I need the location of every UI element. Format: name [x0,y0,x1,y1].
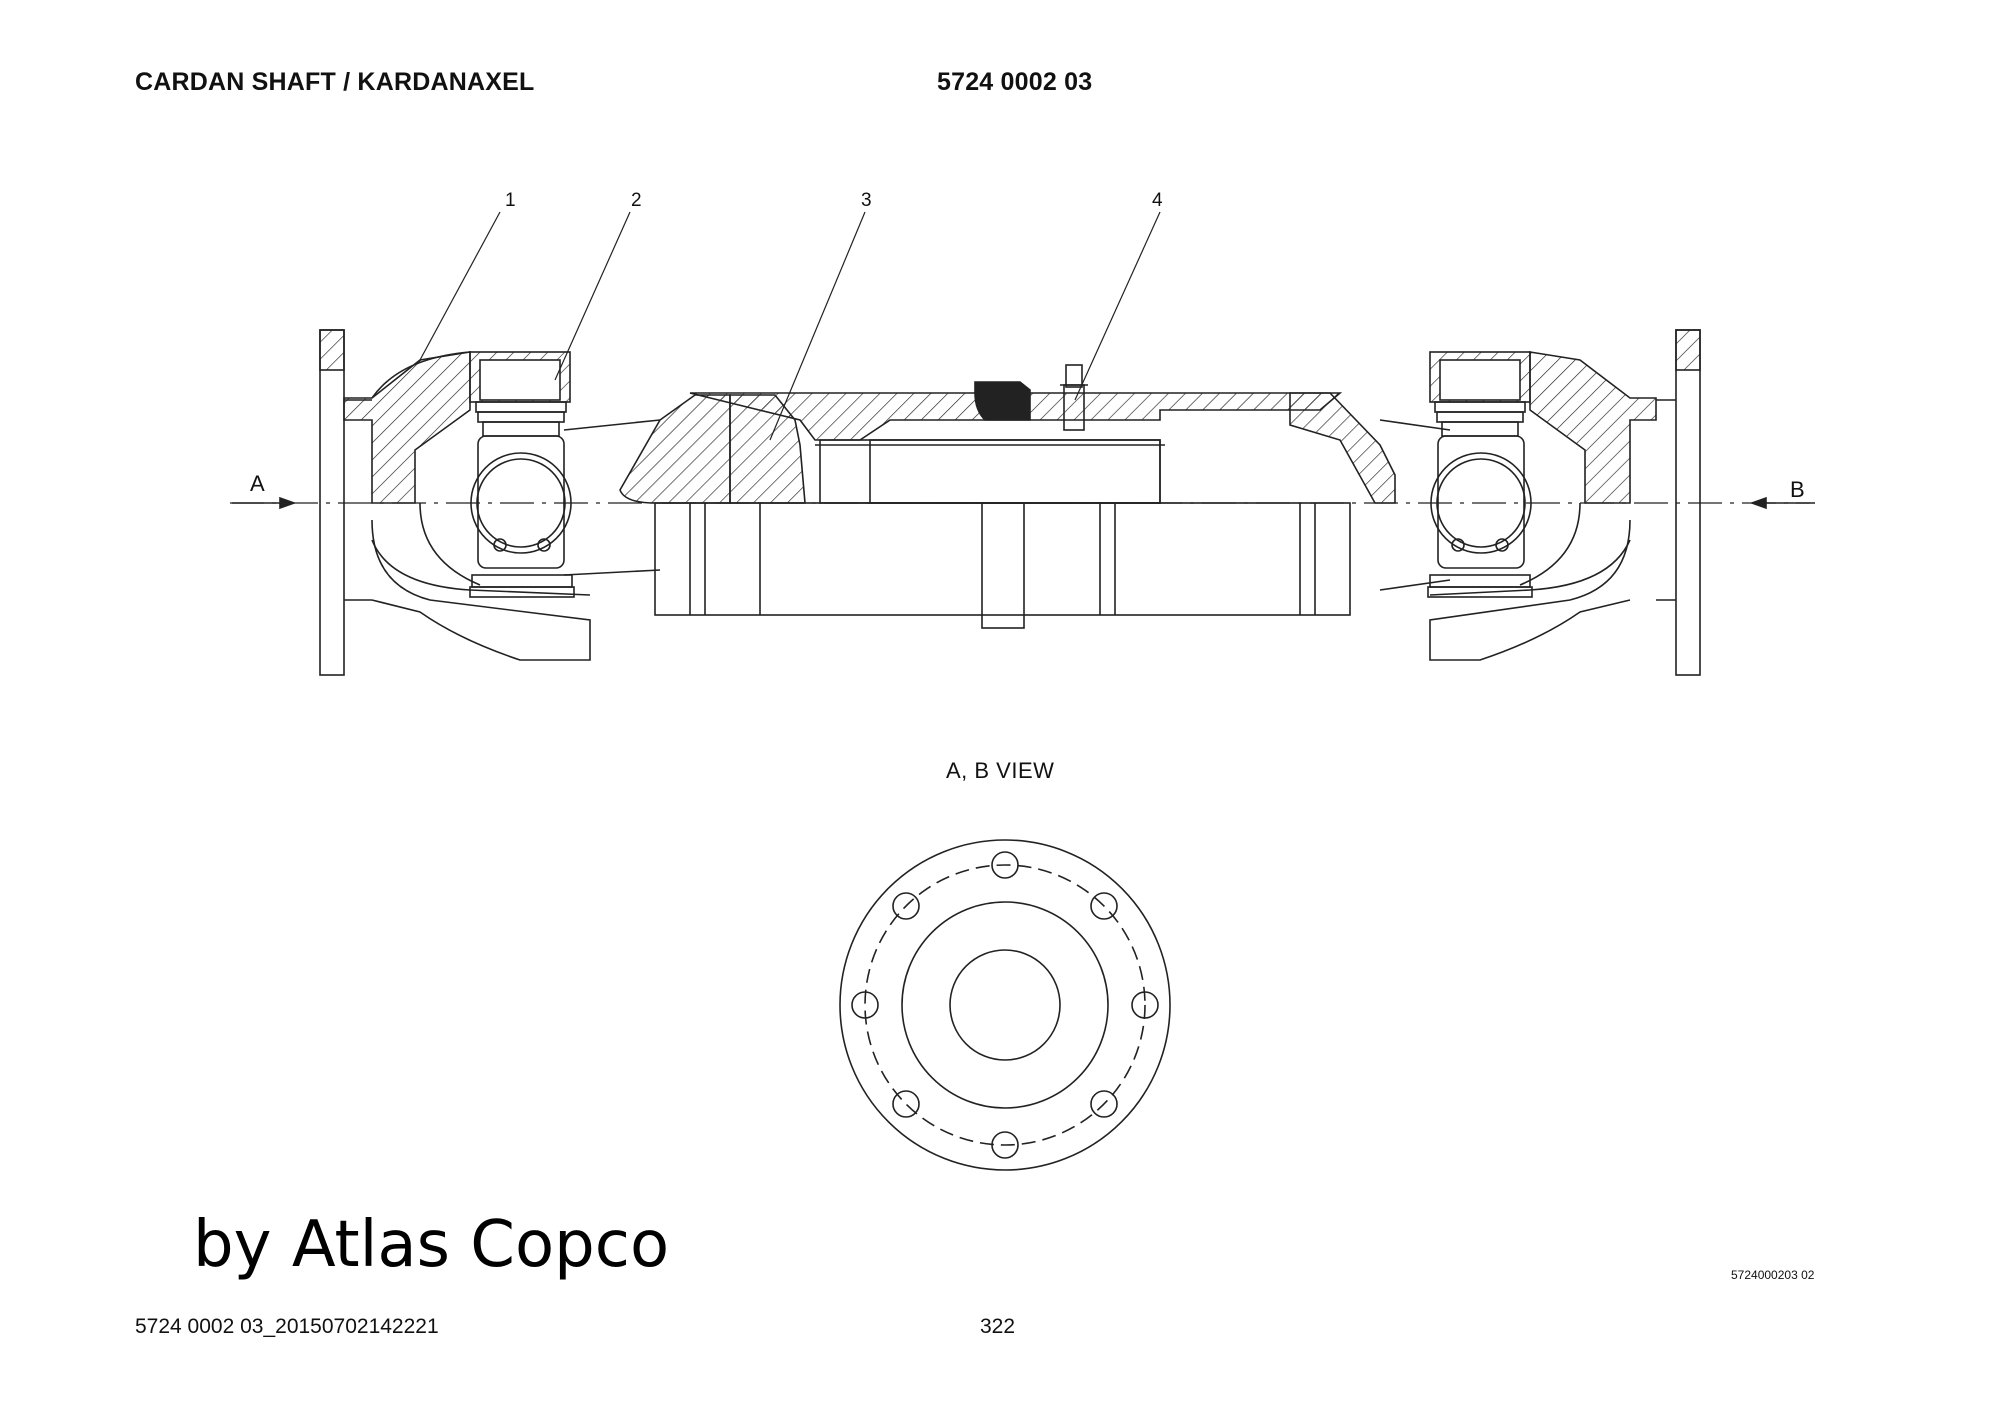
footer-document-id: 5724 0002 03_20150702142221 [135,1315,439,1338]
drawing-code: 5724000203 02 [1731,1268,1815,1282]
view-label: A, B VIEW [946,758,1055,783]
callout-2: 2 [631,190,642,211]
view-arrow-b-label: B [1790,477,1805,502]
page-number: 322 [980,1315,1016,1338]
callout-3: 3 [861,190,872,211]
part-number: 5724 0002 03 [937,68,1093,96]
view-arrow-a-label: A [250,471,265,496]
document-title: CARDAN SHAFT / KARDANAXEL [135,68,535,96]
callout-4: 4 [1152,190,1163,211]
callout-1: 1 [505,190,516,211]
watermark: by Atlas Copco [193,1208,670,1282]
